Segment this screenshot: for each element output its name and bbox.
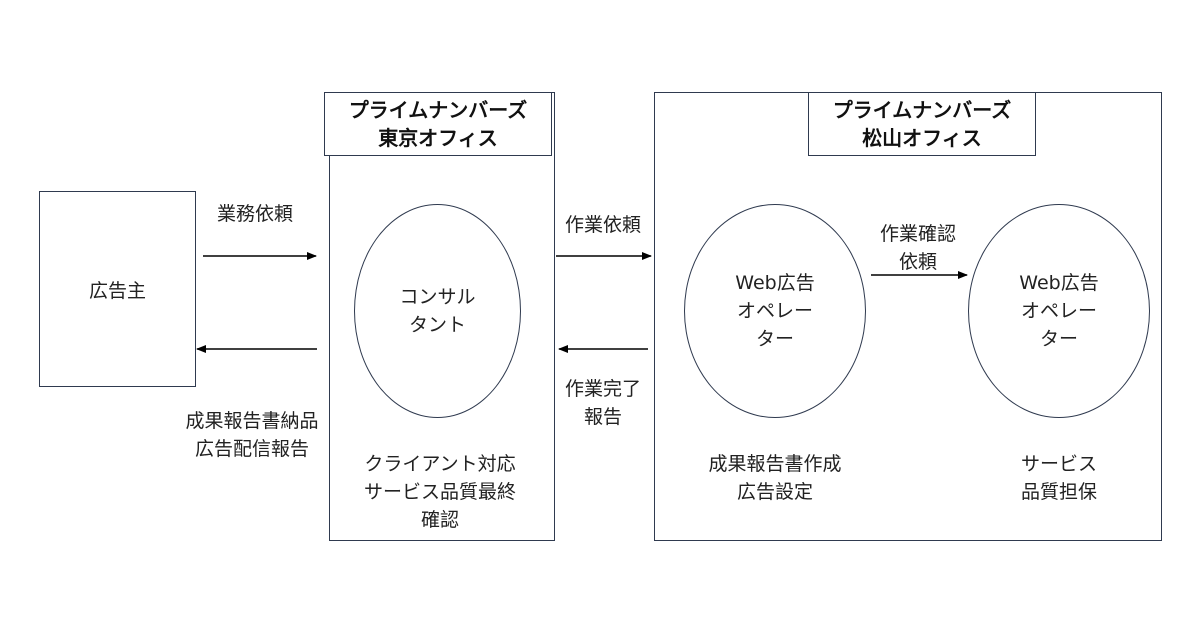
consultant-node: コンサル タント [354, 204, 521, 418]
matsuyama-office-title-line1: プライムナンバーズ [832, 98, 1012, 122]
advertiser-box: 広告主 [39, 191, 196, 387]
matsuyama-role1-line1: 成果報告書作成 [708, 453, 842, 475]
consultant-label-line2: タント [408, 314, 466, 336]
matsuyama-office-title: プライムナンバーズ 松山オフィス [808, 92, 1036, 156]
tokyo-office-title-line1: プライムナンバーズ [348, 98, 528, 122]
operator1-line3: ター [755, 328, 794, 350]
web-ad-operator-node-2: Web広告 オペレー ター [968, 204, 1150, 418]
matsuyama-office-title-line2: 松山オフィス [862, 126, 982, 150]
deliverables-line2: 広告配信報告 [194, 438, 310, 460]
matsuyama-role2-line1: サービス [1020, 453, 1098, 475]
work-complete-label: 作業完了 報告 [565, 375, 641, 431]
web-ad-operator-node-1: Web広告 オペレー ター [684, 204, 866, 418]
tokyo-role-line3: 確認 [420, 509, 460, 531]
matsuyama-role1-line2: 広告設定 [736, 481, 814, 503]
work-confirm-line2: 依頼 [898, 251, 938, 273]
matsuyama-role2-label: サービス 品質担保 [1021, 450, 1097, 506]
deliverables-line1: 成果報告書納品 [185, 410, 319, 432]
work-confirm-line1: 作業確認 [879, 223, 957, 245]
operator2-line2: オペレー [1020, 300, 1097, 322]
matsuyama-role2-line2: 品質担保 [1020, 481, 1098, 503]
tokyo-role-line2: サービス品質最終 [363, 481, 517, 503]
matsuyama-role1-label: 成果報告書作成 広告設定 [708, 450, 841, 506]
work-complete-line1: 作業完了 [564, 378, 642, 400]
work-request-label: 作業依頼 [564, 214, 642, 236]
operator1-line2: オペレー [736, 300, 813, 322]
work-confirm-label: 作業確認 依頼 [880, 220, 956, 276]
work-complete-line2: 報告 [583, 406, 623, 428]
operator2-line3: ター [1039, 328, 1078, 350]
tokyo-role-line1: クライアント対応 [364, 453, 516, 475]
tokyo-office-title: プライムナンバーズ 東京オフィス [324, 92, 552, 156]
operator1-line1: Web広告 [735, 272, 815, 294]
consultant-label-line1: コンサル [399, 286, 476, 308]
business-request-label: 業務依頼 [216, 203, 294, 225]
operator2-line1: Web広告 [1019, 272, 1099, 294]
tokyo-role-label: クライアント対応 サービス品質最終 確認 [364, 450, 516, 534]
advertiser-label: 広告主 [88, 279, 146, 302]
deliverables-label: 成果報告書納品 広告配信報告 [185, 407, 318, 463]
tokyo-office-title-line2: 東京オフィス [378, 126, 498, 150]
